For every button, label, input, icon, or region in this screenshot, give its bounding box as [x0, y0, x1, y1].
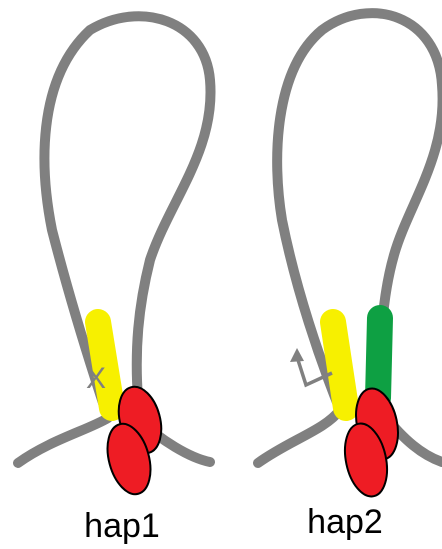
hap1-panel: X hap1: [18, 16, 211, 545]
hap2-green-segment: [378, 318, 380, 398]
hap1-label: hap1: [84, 507, 160, 545]
hap2-panel: hap2: [258, 13, 442, 541]
hap2-yellow-segment: [333, 322, 346, 408]
hap2-label: hap2: [307, 503, 383, 541]
hap1-x-mark: X: [86, 362, 106, 395]
